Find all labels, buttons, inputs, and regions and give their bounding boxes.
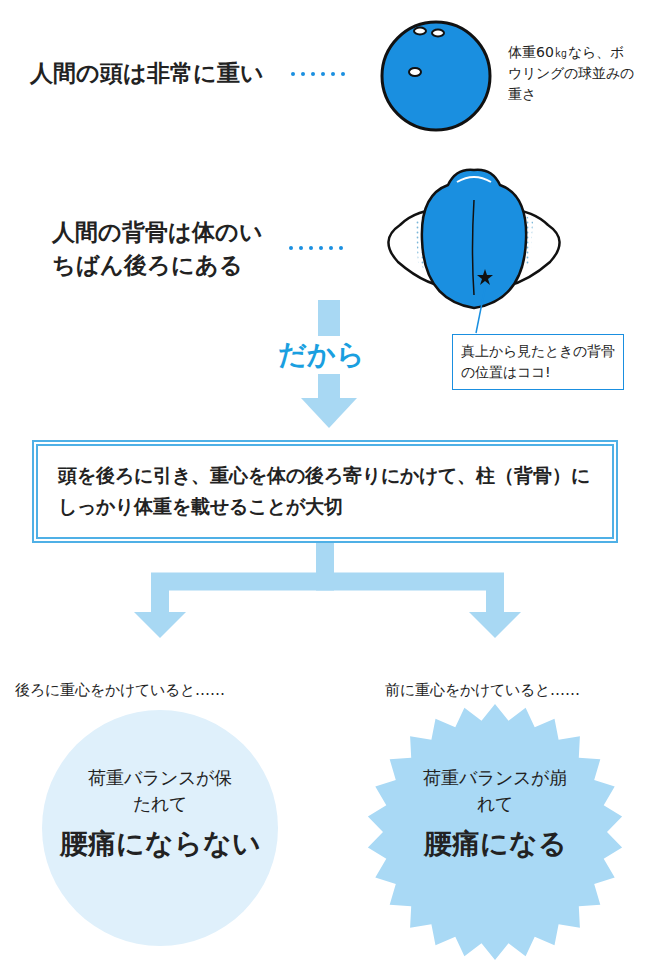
arrow-head [134, 612, 186, 638]
statement-text: 人間の頭は非常に重い [30, 58, 264, 89]
leader-line [476, 288, 485, 333]
result-starburst: 前に重心をかけていると…… 荷重バランスが崩れて腰痛になる [345, 640, 645, 944]
arrow-shaft [160, 543, 325, 614]
callout-text: 真上から見たときの背骨の位置はココ! [461, 341, 615, 383]
result-emphasis: 腰痛になる [345, 825, 645, 863]
result-text: 荷重バランスが保たれて [85, 765, 235, 817]
statement-text: 人間の背骨は体のいちばん後ろにある [52, 216, 284, 283]
spine-star [477, 269, 493, 285]
condition-heading: 後ろに重心をかけていると…… [15, 680, 305, 700]
conclusion-text: 頭を後ろに引き、重心を体の後ろ寄りにかけて、柱（背骨）にしっかり体重を載せること… [58, 460, 592, 523]
arrow-head [469, 612, 521, 638]
connector-word: だから [272, 336, 371, 374]
person-top-view [388, 170, 559, 308]
dot-leader [289, 72, 345, 250]
result-circle: 後ろに重心をかけていると…… 荷重バランスが保たれて腰痛にならない [15, 640, 305, 919]
note-text: 体重60㎏なら、ボウリングの球並みの重さ [508, 42, 634, 105]
result-emphasis: 腰痛にならない [15, 825, 305, 863]
callout-box: 真上から見たときの背骨の位置はココ! [452, 334, 624, 390]
conclusion-box: 頭を後ろに引き、重心を体の後ろ寄りにかけて、柱（背骨）にしっかり体重を載せること… [32, 440, 618, 543]
bowling-ball [382, 22, 490, 130]
condition-heading: 前に重心をかけていると…… [385, 680, 645, 700]
branch-arrow [325, 543, 521, 638]
result-text: 荷重バランスが崩れて [415, 765, 575, 817]
arrow-shaft [325, 543, 495, 614]
branch-arrow [134, 543, 325, 638]
